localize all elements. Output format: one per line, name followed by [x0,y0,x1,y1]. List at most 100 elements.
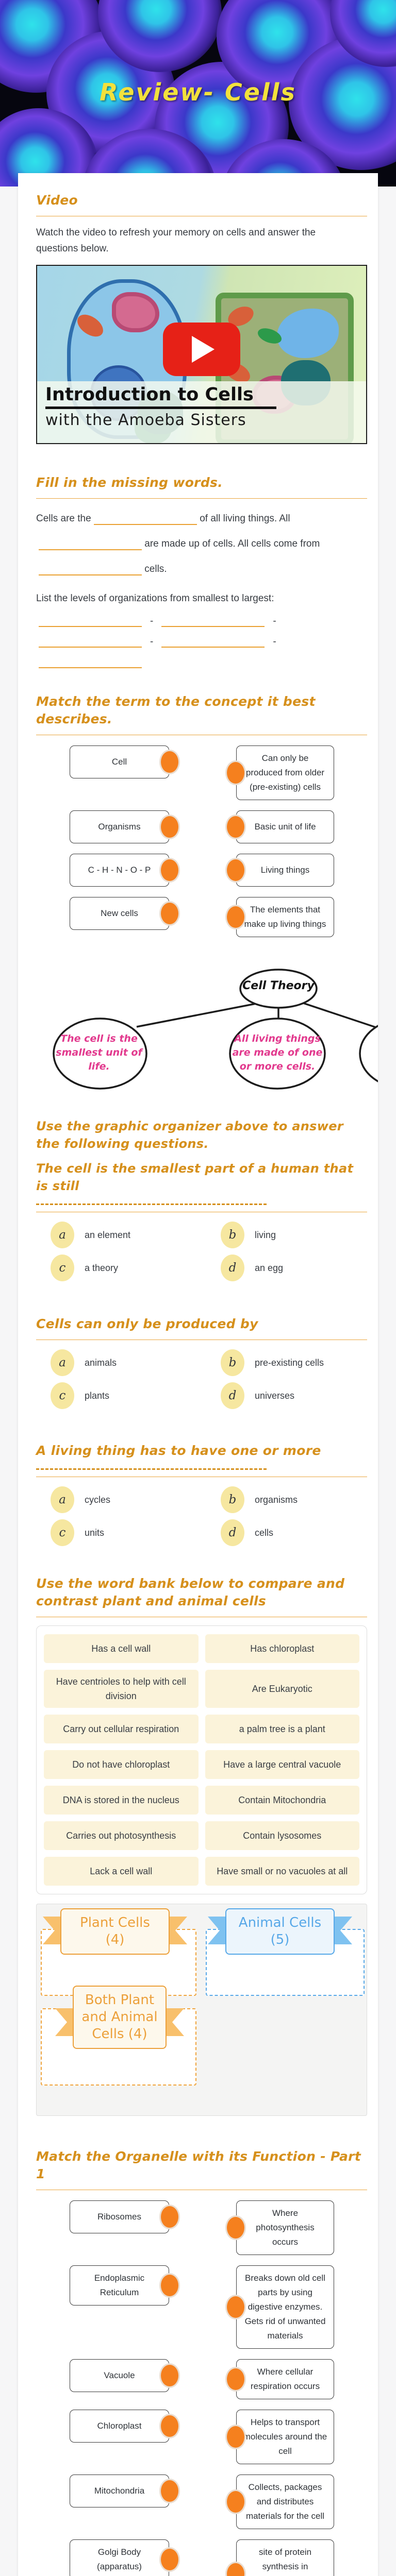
function-label: Helps to transport molecules around the … [243,2417,327,2456]
bucket-banner-both: Both Plant and Animal Cells (4) [55,1986,184,2049]
term-label: New cells [101,908,138,918]
choice-option[interactable]: d an egg [206,1255,367,1281]
organelle-card[interactable]: Ribosomes [70,2200,180,2233]
match-handle-dot[interactable] [225,2425,246,2449]
word-bank-card[interactable]: a palm tree is a plant [205,1715,359,1743]
word-bank-card[interactable]: Contain lysosomes [205,1821,359,1850]
match-handle-dot[interactable] [159,2205,180,2229]
match-term-card[interactable]: Cell [70,745,180,778]
blank-line[interactable] [39,635,142,648]
word-bank-card[interactable]: Are Eukaryotic [205,1670,359,1708]
match-handle-dot[interactable] [159,750,180,774]
organelle-card[interactable]: Golgi Body (apparatus) [70,2539,180,2576]
blank-line[interactable] [39,615,142,627]
function-card[interactable]: Helps to transport molecules around the … [225,2410,334,2464]
match-handle-dot[interactable] [225,2489,246,2514]
word-bank-card[interactable]: Lack a cell wall [44,1857,199,1886]
match-concept-card[interactable]: Can only be produced from older (pre-exi… [225,745,334,800]
page-title: Review- Cells [100,78,296,106]
match-concept-card[interactable]: The elements that make up living things [225,897,334,937]
blank-line[interactable] [39,656,142,668]
header-banner: Review- Cells [0,0,396,187]
function-card[interactable]: Collects, packages and distributes mater… [225,2475,334,2529]
blank-line[interactable] [93,513,197,525]
organelle-card[interactable]: Vacuole [70,2359,180,2392]
section-heading-video: Video [36,193,78,208]
word-bank-card[interactable]: Contain Mitochondria [205,1786,359,1815]
match-handle-dot[interactable] [159,858,180,883]
video-thumbnail[interactable]: Introduction to Cells with the Amoeba Si… [36,265,367,444]
blank-line[interactable] [39,563,142,575]
word-bank-card[interactable]: Have a large central vacuole [205,1750,359,1779]
term-label: Vacuole [104,2370,135,2380]
dashed-answer-blank[interactable] [36,1199,267,1205]
organelle-card[interactable]: Endoplasmic Reticulum [70,2265,180,2306]
choice-option[interactable]: a cycles [36,1486,206,1513]
cell-theory-art [53,969,378,1090]
choice-option[interactable]: b living [206,1222,367,1248]
choice-letter-badge: a [51,1486,74,1513]
match-term-card[interactable]: C - H - N - O - P [70,854,180,887]
youtube-play-icon[interactable] [163,322,240,376]
word-bank-card[interactable]: Has a cell wall [44,1634,199,1663]
dashed-answer-blank[interactable] [36,1464,267,1470]
match-handle-dot[interactable] [225,815,246,839]
choice-label: cells [255,1527,274,1538]
choice-option[interactable]: c plants [36,1382,206,1409]
word-bank-card[interactable]: Has chloroplast [205,1634,359,1663]
organelle-card[interactable]: Chloroplast [70,2410,180,2443]
match-handle-dot[interactable] [159,901,180,926]
word-bank-card[interactable]: Have centrioles to help with cell divisi… [44,1670,199,1708]
match-term-card[interactable]: Organisms [70,810,180,843]
choice-option[interactable]: c a theory [36,1255,206,1281]
function-card[interactable]: Where cellular respiration occurs [225,2359,334,2399]
match-concept-card[interactable]: Basic unit of life [225,810,334,843]
choice-letter-badge: b [221,1222,244,1248]
match-handle-dot[interactable] [225,2562,246,2576]
match-handle-dot[interactable] [225,905,246,929]
match-handle-dot[interactable] [225,858,246,883]
match-term-card[interactable]: New cells [70,897,180,930]
match-concept-card[interactable]: Living things [225,854,334,887]
match-handle-dot[interactable] [225,2295,246,2319]
word-bank-card[interactable]: Carries out photosynthesis [44,1821,199,1850]
word-bank-card[interactable]: Carry out cellular respiration [44,1715,199,1743]
dash-separator: - [273,616,276,626]
blank-line[interactable] [39,538,142,550]
match-handle-dot[interactable] [159,2363,180,2388]
term-label: Cell [111,757,127,767]
blank-line[interactable] [161,635,265,648]
section-heading-fill-in: Fill in the missing words. [36,475,223,490]
choice-option[interactable]: b pre-existing cells [206,1349,367,1376]
theory-bubble-1: The cell is the smallest unit of life. [56,1033,142,1072]
match-handle-dot[interactable] [159,2479,180,2503]
choice-letter-badge: d [221,1255,244,1281]
choice-option[interactable]: d universes [206,1382,367,1409]
section-heading-q2: Cells can only be produced by [36,1316,258,1331]
match-handle-dot[interactable] [159,815,180,839]
match-handle-dot[interactable] [225,2367,246,2392]
blank-line[interactable] [161,615,265,627]
choice-option[interactable]: c units [36,1519,206,1546]
choice-label: universes [255,1390,295,1401]
choice-option[interactable]: a animals [36,1349,206,1376]
match-handle-dot[interactable] [225,2215,246,2240]
choice-option[interactable]: d cells [206,1519,367,1546]
section-heading-part1: Match the Organelle with its Function - … [36,2149,361,2181]
word-bank-card[interactable]: Do not have chloroplast [44,1750,199,1779]
match-handle-dot[interactable] [159,2273,180,2298]
term-label: Mitochondria [94,2486,145,2496]
function-card[interactable]: site of protein synthesis in prokaryotes… [225,2539,334,2576]
function-card[interactable]: Where photosynthesis occurs [225,2200,334,2255]
choice-letter-badge: d [221,1519,244,1546]
levels-prompt: List the levels of organizations from sm… [36,593,274,604]
word-bank-card[interactable]: DNA is stored in the nucleus [44,1786,199,1815]
match-handle-dot[interactable] [159,2547,180,2572]
function-card[interactable]: Breaks down old cell parts by using dige… [225,2265,334,2349]
choice-option[interactable]: b organisms [206,1486,367,1513]
word-bank-card[interactable]: Have small or no vacuoles at all [205,1857,359,1886]
match-handle-dot[interactable] [159,2414,180,2438]
match-handle-dot[interactable] [225,760,246,785]
choice-option[interactable]: a an element [36,1222,206,1248]
organelle-card[interactable]: Mitochondria [70,2475,180,2507]
